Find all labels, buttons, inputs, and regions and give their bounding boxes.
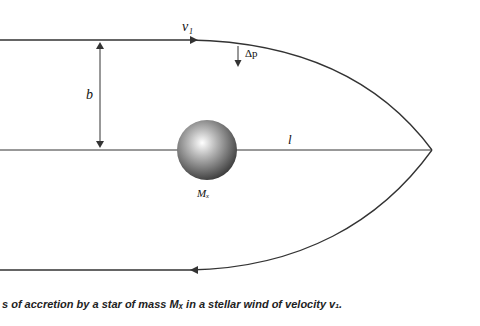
figure-caption: s of accretion by a star of mass Mₓ in a… <box>2 298 478 310</box>
arrowhead <box>96 42 104 49</box>
arrowhead <box>96 141 104 148</box>
momentum-label: Δp <box>245 48 258 59</box>
star-mass-label: Mₓ <box>197 188 209 199</box>
impact-parameter-label: b <box>86 88 93 102</box>
impact-parameter-arrow <box>100 46 101 144</box>
flow-arrowhead <box>190 36 198 44</box>
momentum-arrow <box>238 46 239 62</box>
velocity-label: v₁ <box>182 20 193 34</box>
flow-arrowhead <box>190 266 198 274</box>
distance-label: l <box>288 133 292 146</box>
star-sphere <box>177 120 237 180</box>
arrowhead <box>235 60 242 67</box>
